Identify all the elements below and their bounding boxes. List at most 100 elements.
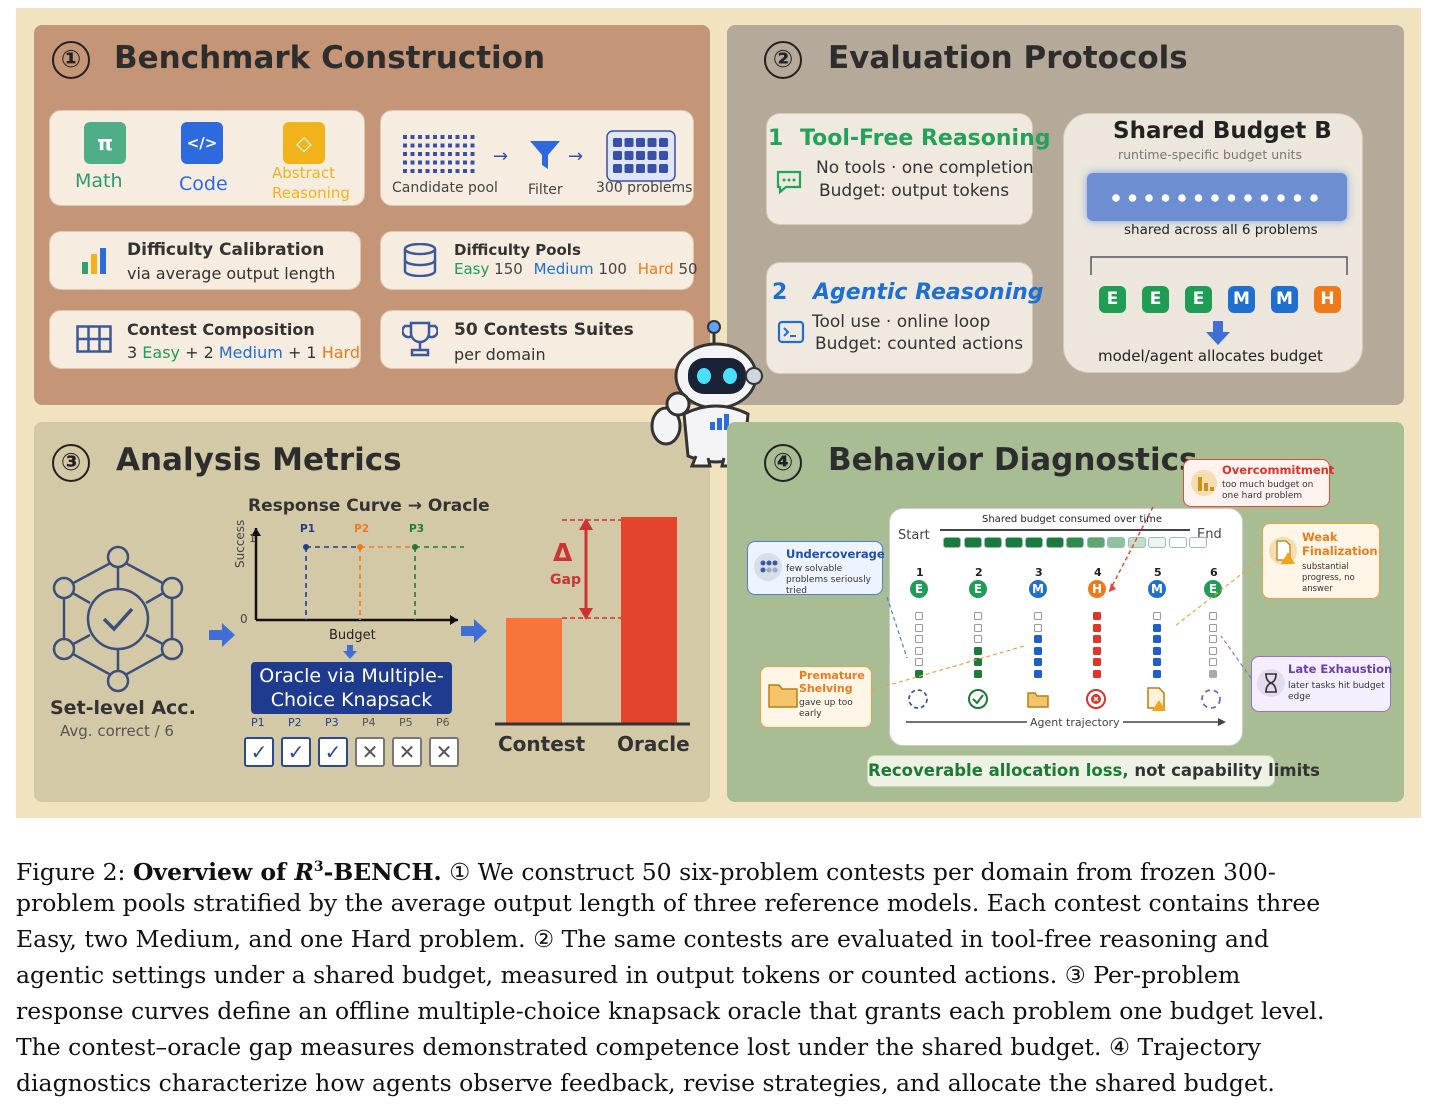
problem-cell [659,164,668,173]
late-exhaustion-title: Late Exhaustion [1288,662,1393,676]
oracle-checked-box: ✓ [281,737,311,767]
suites-sub: per domain [454,345,546,364]
overcommitment-desc: too much budget on one hard problem [1222,480,1314,501]
budget-level-h: H [1314,286,1341,313]
curve-point-p2: P2 [354,523,370,535]
candidate-dot [440,169,445,173]
budget-step-cell [1209,623,1217,632]
budget-step-cell [1093,669,1101,678]
candidate-dot [455,160,460,165]
candidate-dot [470,135,475,139]
panel1-number: ① [52,41,90,79]
problem-cell [647,138,657,147]
candidate-dot [448,152,452,156]
oracle-checked-box: ✓ [318,737,348,767]
composition-n-hard: + 1 [287,343,317,362]
caption-line-3: Easy, two Medium, and one Hard problem. … [16,925,1270,953]
abstract-reasoning-icon: ◇ [283,122,325,164]
budget-unit-dot [1277,194,1285,202]
budget-step-cell [1153,646,1161,655]
budget-unit-dot [1194,194,1203,202]
candidate-dot [433,135,437,139]
budget-step-cell [1034,646,1042,655]
premature-shelving-callout: Premature Shelving gave up too early [760,666,872,728]
caption-line-1: Figure 2: Overview of R3-BENCH. ① We con… [16,849,1276,890]
chat-icon [776,170,802,195]
candidate-dot [403,135,407,139]
budget-step-cell [915,623,923,632]
oracle-problem-label: P5 [399,716,413,729]
candidate-dot [403,143,407,148]
oracle-problem-label: P2 [288,716,302,729]
candidate-dot [425,135,430,139]
oracle-problem-label: P4 [362,716,376,729]
candidate-dot [470,152,475,156]
contest-suites-card [380,310,694,369]
candidate-dot [440,143,445,148]
timeline-block [1066,537,1084,548]
timeline-start: Start [898,528,930,543]
problem-level-badge: M [1029,580,1047,598]
gap-delta: Δ [553,538,573,567]
caption-line-5: response curves define an offline multip… [16,997,1325,1025]
overcommitment-icon [1191,470,1217,496]
x-circle-icon [1086,689,1106,709]
candidate-dot [463,135,467,139]
problem-number: 6 [1210,566,1218,579]
response-curve-chart [251,528,464,625]
overcommitment-title: Overcommitment [1222,463,1335,477]
budget-step-cell [1153,612,1161,620]
curve-y1: 1 [249,532,256,545]
shared-across-label: shared across all 6 problems [1124,222,1318,238]
conclusion-highlight: Recoverable allocation loss, [868,761,1129,780]
budget-level-e: E [1185,286,1212,313]
problem-cell [659,138,668,147]
problem-number: 3 [1035,566,1043,579]
candidate-dot [455,152,460,156]
oracle-unchecked-box: ✕ [355,737,385,767]
budget-brace [1090,256,1348,275]
budget-unit-dot [1293,194,1302,202]
budget-level-m: M [1228,286,1255,313]
budget-step-cell [1209,646,1217,655]
problem-cell [624,138,634,147]
budget-step-cell [1034,669,1042,678]
allocates-label: model/agent allocates budget [1098,347,1323,365]
oracle-problem-label: P1 [251,716,265,729]
pools-hard: Hard [637,260,674,278]
bar-chart-icon [82,248,106,274]
calibration-sub: via average output length [127,264,336,283]
candidate-dot [418,152,422,156]
candidate-dot [455,143,460,148]
candidate-dot [448,160,452,165]
problem-level-badge: E [910,580,928,598]
timeline-line [940,529,1190,531]
candidate-dot [470,143,475,148]
candidate-dot [410,135,415,139]
budget-level-e: E [1142,286,1169,313]
candidate-dot [433,143,437,148]
candidate-dot [455,135,460,139]
overcommitment-callout: Overcommitment too much budget on one ha… [1183,459,1334,507]
shared-budget-title: Shared Budget B [1113,118,1332,144]
candidate-dot [418,160,422,165]
candidate-dot [425,152,430,156]
late-exhaustion-callout: Late Exhaustion later tasks hit budget e… [1251,656,1393,712]
budget-step-cell [1034,658,1042,666]
arrow-right-blue-icon [209,623,235,647]
agentic-title: Agentic Reasoning [813,280,1044,305]
trajectory-label: Agent trajectory [1027,716,1123,729]
gap-label: Gap [550,572,581,588]
arrow-right-icon-2: → [568,146,584,167]
problem-cell [659,151,668,160]
code-icon: </> [181,122,223,164]
budget-step-cell [1093,612,1101,620]
code-label: Code [179,173,228,195]
caption-text-1: ① We construct 50 six-problem contests p… [441,857,1276,886]
math-label: Math [75,170,123,192]
problem-cell [636,164,645,173]
candidate-dot [425,143,430,148]
timeline-block [1168,537,1187,548]
problem-number: 5 [1154,566,1162,579]
problem-cell [624,164,634,173]
